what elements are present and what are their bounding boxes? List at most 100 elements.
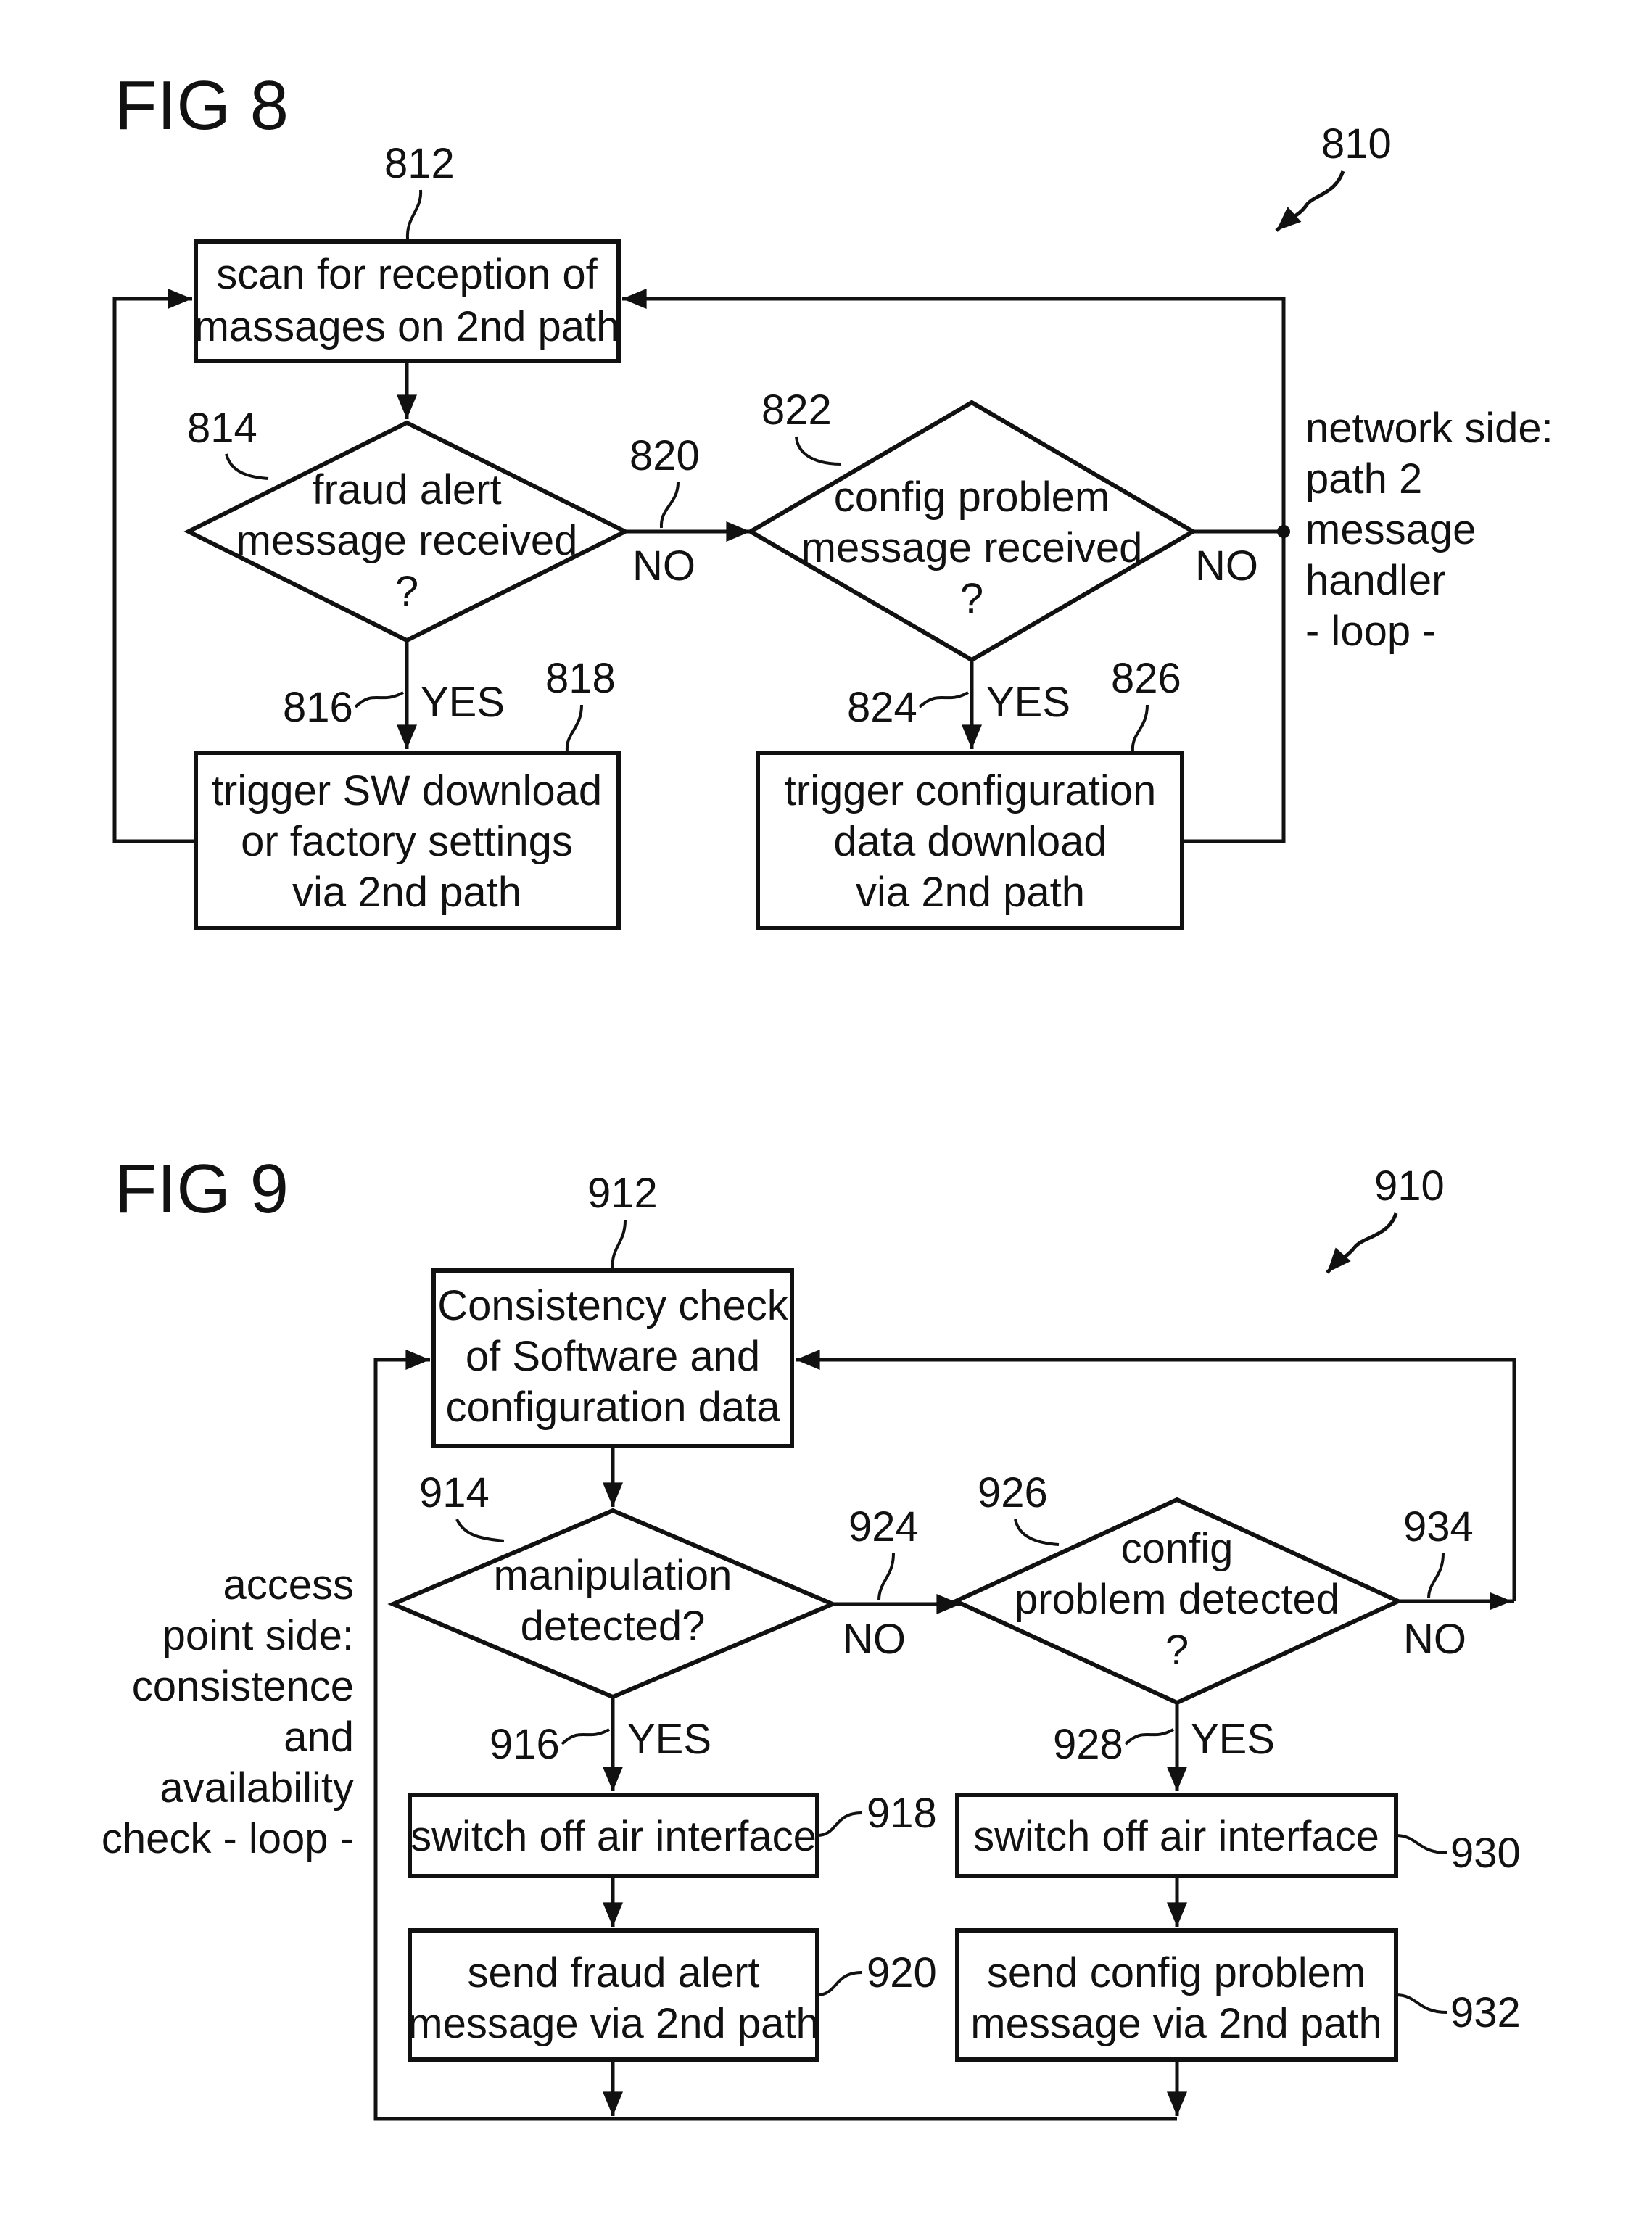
fig9-ref-930: 930 (1450, 1830, 1521, 1877)
fig8-diamond-fraud-line3: ? (395, 568, 418, 615)
fig8-ref-824-leader (918, 691, 969, 708)
fig8-ref-814: 814 (187, 405, 257, 452)
fig8-ref-814-leader (225, 453, 269, 480)
fig9-box-fraud-line2: message via 2nd path (408, 2000, 819, 2047)
fig9-ref-924: 924 (848, 1503, 919, 1550)
fig9-yes-1: YES (627, 1716, 711, 1763)
fig9-ref-934: 934 (1403, 1503, 1474, 1550)
fig9-no-1: NO (843, 1616, 906, 1663)
fig8-no-2: NO (1195, 542, 1258, 590)
fig8-side-label-3: message (1305, 506, 1476, 553)
fig9-side-label-4: and (284, 1714, 354, 1761)
fig9-box-cfgmsg-line1: send config problem (987, 1949, 1366, 1996)
fig8-ref-812-leader (405, 189, 423, 240)
fig9-diamond-config-line1: config (1121, 1525, 1234, 1572)
fig9-ref-924-leader (877, 1553, 895, 1601)
fig8-side-label-2: path 2 (1305, 455, 1422, 503)
fig9-side-label-2: point side: (162, 1612, 354, 1659)
fig9-ref-926: 926 (978, 1469, 1048, 1516)
fig8-title: FIG 8 (115, 67, 289, 144)
fig8-diamond-config-line1: config problem (834, 474, 1110, 521)
fig8-ref-820-leader (659, 482, 680, 529)
fig9-ref-916-leader (561, 1728, 610, 1745)
fig9-title: FIG 9 (115, 1150, 289, 1228)
fig8-ref-810-arrow (1275, 170, 1345, 232)
fig8-ref-826: 826 (1111, 655, 1181, 702)
fig8-ref-818-leader (565, 704, 583, 752)
fig8-box-cfg-line1: trigger configuration (785, 767, 1157, 814)
fig9-box-switch-2-text: switch off air interface (973, 1813, 1379, 1860)
fig9-diamond-manip-line2: detected? (521, 1603, 706, 1650)
fig8-diamond-fraud-line2: message received (236, 517, 578, 564)
fig8-side-label-5: - loop - (1305, 608, 1437, 655)
fig9-ref-918: 918 (867, 1790, 937, 1837)
fig9-box-cfgmsg (955, 1928, 1398, 2062)
fig9-side-label-3: consistence (132, 1663, 354, 1710)
fig9-ref-912-leader (611, 1220, 627, 1270)
fig9-loop-return-right (796, 1350, 1516, 1601)
fig8-box-sw-line1: trigger SW download (212, 767, 602, 814)
fig9-yes-2: YES (1191, 1716, 1275, 1763)
fig9-ref-910: 910 (1374, 1162, 1445, 1210)
fig9-diamond-manip-line1: manipulation (494, 1552, 732, 1599)
fig8-diamond-config-line2: message received (801, 524, 1143, 571)
fig9: FIG 9 910 912 Consistency check of Softw… (102, 1150, 1521, 2121)
fig9-ref-926-leader (1014, 1519, 1060, 1546)
fig8-ref-818: 818 (545, 655, 616, 702)
fig8-diamond-fraud-line1: fraud alert (312, 466, 501, 513)
fig9-ref-920-leader (817, 1971, 862, 1996)
fig9-box-cfgmsg-line2: message via 2nd path (970, 2000, 1382, 2047)
fig9-ref-934-leader (1427, 1553, 1445, 1599)
fig8-box-cfg (756, 751, 1184, 930)
fig9-ref-914: 914 (419, 1469, 490, 1516)
fig8-ref-822: 822 (761, 387, 832, 434)
fig9-box-consistency-line1: Consistency check (437, 1282, 789, 1329)
fig9-ref-916: 916 (490, 1721, 560, 1768)
fig9-ref-928: 928 (1053, 1721, 1123, 1768)
fig8-box-scan-line1: scan for reception of (216, 251, 598, 298)
fig8-box-sw-line2: or factory settings (241, 818, 573, 865)
fig9-box-fraud (408, 1928, 819, 2062)
fig9-ref-912: 912 (587, 1170, 658, 1217)
fig8-ref-822-leader (795, 436, 842, 466)
fig9-ref-920: 920 (867, 1949, 937, 1996)
fig8-side-label-4: handler (1305, 557, 1445, 604)
fig9-side-label-5: availability (160, 1764, 354, 1811)
fig8-box-sw (194, 751, 621, 930)
fig9-box-consistency-line2: of Software and (466, 1333, 760, 1380)
fig8-side-label-1: network side: (1305, 405, 1553, 452)
fig9-ref-932: 932 (1450, 1989, 1521, 2036)
fig8-box-scan-line2: massages on 2nd path (194, 303, 620, 350)
fig9-side-label-6: check - loop - (102, 1815, 354, 1862)
fig8-box-cfg-line3: via 2nd path (856, 869, 1085, 916)
fig9-box-switch-1-text: switch off air interface (410, 1813, 817, 1860)
fig8-yes-1: YES (421, 679, 505, 726)
fig8: FIG 8 810 812 scan for reception of mass… (112, 67, 1553, 930)
fig8-loop-return-left (112, 289, 196, 843)
fig9-no-2: NO (1403, 1616, 1466, 1663)
fig8-ref-820: 820 (629, 432, 700, 479)
fig8-yes-2: YES (986, 679, 1070, 726)
fig8-ref-816-leader (354, 691, 404, 708)
fig8-box-scan (194, 239, 621, 363)
fig8-box-sw-line3: via 2nd path (292, 869, 521, 916)
fig9-loop-return-left (373, 1350, 1177, 2121)
fig8-ref-824: 824 (847, 684, 917, 731)
fig8-ref-816: 816 (283, 684, 353, 731)
fig8-ref-810: 810 (1321, 120, 1392, 168)
fig9-box-consistency-line3: configuration data (445, 1384, 780, 1431)
fig9-ref-932-leader (1395, 1993, 1447, 2014)
fig9-box-switch-2 (955, 1793, 1398, 1878)
fig9-ref-928-leader (1124, 1728, 1174, 1745)
fig9-ref-910-arrow (1326, 1212, 1398, 1274)
fig8-diamond-config-line3: ? (960, 575, 983, 622)
fig9-box-fraud-line1: send fraud alert (467, 1949, 759, 1996)
fig8-ref-826-leader (1131, 704, 1149, 752)
fig9-ref-914-leader (455, 1519, 505, 1542)
fig8-loop-return-right (621, 289, 1286, 532)
fig9-diamond-config-line3: ? (1165, 1627, 1189, 1674)
fig8-loop-config-box (1182, 532, 1286, 843)
fig9-ref-930-leader (1395, 1834, 1447, 1854)
